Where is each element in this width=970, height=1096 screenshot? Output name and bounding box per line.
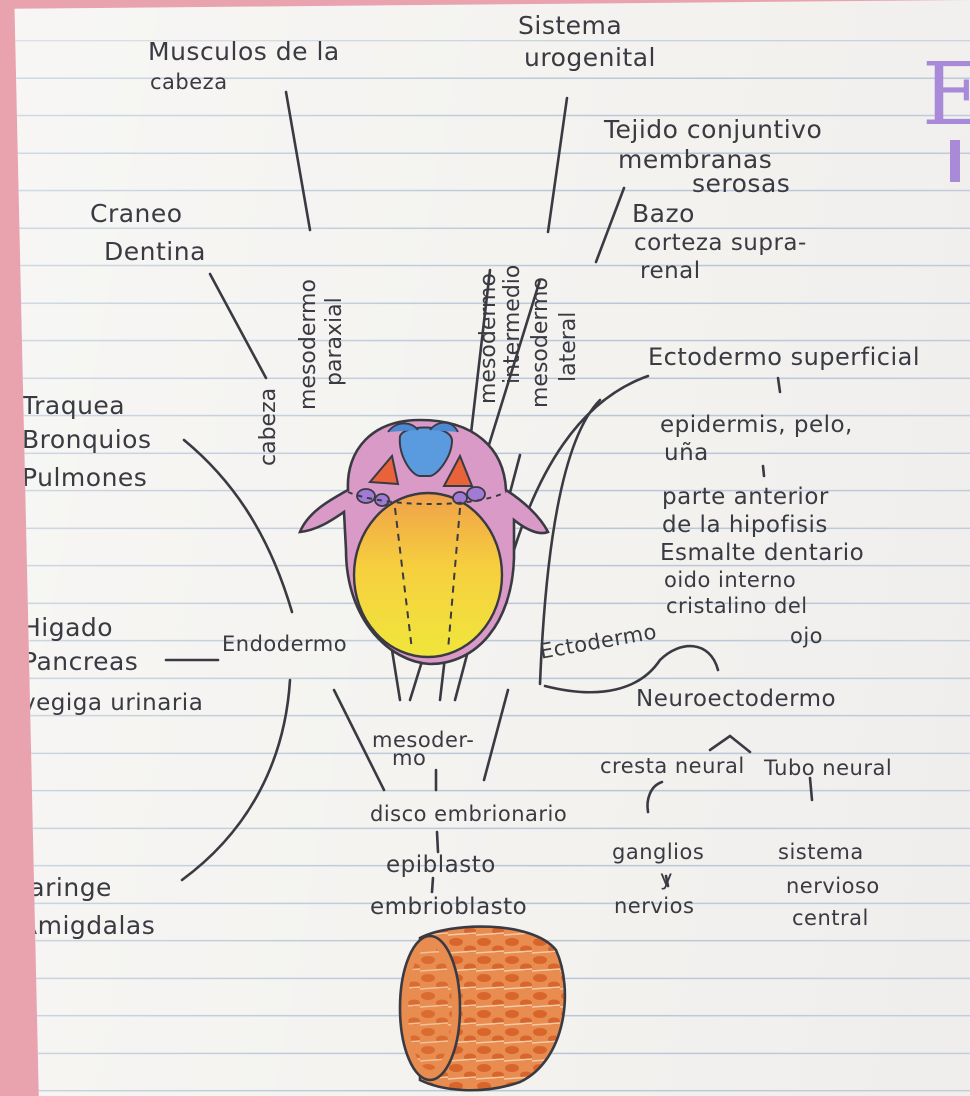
label-bronquios: Bronquios — [22, 426, 152, 455]
label-vert-lateral: lateral — [556, 312, 581, 382]
line-epi-tick — [763, 466, 764, 476]
label-ojo: ojo — [790, 624, 823, 648]
line-craneo — [210, 274, 266, 378]
label-vert-mesodermo-3: mesodermo — [528, 277, 553, 408]
line-meso-right — [484, 690, 508, 780]
label-amigdalas: Amigdalas — [20, 912, 155, 941]
label-craneo: Craneo — [90, 200, 183, 229]
label-sistema: Sistema — [518, 12, 622, 41]
label-hipofisis: de la hipofisis — [662, 512, 828, 538]
line-musculos — [286, 92, 310, 230]
label-urogenital: urogenital — [524, 44, 656, 73]
label-bazo: Bazo — [632, 200, 695, 229]
line-cresta-arc — [648, 782, 662, 812]
label-pancreas: Pancreas — [22, 648, 138, 677]
label-epidermis: epidermis, pelo, — [660, 412, 853, 438]
label-endodermo: Endodermo — [222, 632, 347, 656]
label-y: y — [660, 866, 673, 890]
line-epi-emb — [432, 878, 433, 892]
label-vert-mesodermo-2: mesodermo — [476, 273, 501, 404]
yolk-sac — [354, 493, 502, 657]
label-musculos-2: cabeza — [150, 70, 228, 94]
label-tubo-neural: Tubo neural — [764, 756, 892, 780]
label-ganglios: ganglios — [612, 840, 704, 864]
embryo-cross-section — [300, 420, 548, 664]
line-epiblasto — [437, 832, 438, 852]
label-una: uña — [664, 440, 709, 466]
label-nervios: nervios — [614, 894, 694, 918]
label-serosas: serosas — [692, 170, 790, 199]
label-vert-cabeza: cabeza — [256, 388, 281, 466]
label-cresta-neural: cresta neural — [600, 754, 745, 778]
label-epiblasto: epiblasto — [386, 852, 496, 878]
label-parte-anterior: parte anterior — [662, 484, 829, 510]
label-sistema-snc: sistema — [778, 840, 864, 864]
label-musculos-1: Musculos de la — [148, 38, 340, 67]
label-ectodermo-superficial: Ectodermo superficial — [648, 344, 920, 372]
label-neuroectodermo: Neuroectodermo — [636, 686, 836, 712]
line-neuro-caret — [710, 736, 750, 752]
label-faringe: faringe — [20, 874, 112, 903]
label-disco: disco embrionario — [370, 802, 567, 826]
line-tubo-line — [810, 778, 812, 800]
line-urogenital — [548, 98, 567, 232]
label-corteza: corteza supra- — [634, 230, 807, 256]
label-higado: Higado — [22, 614, 113, 643]
label-dentina: Dentina — [104, 238, 206, 267]
label-oido: oido interno — [664, 568, 796, 592]
label-embrioblasto: embrioblasto — [370, 894, 527, 920]
label-traquea: Traquea — [22, 392, 125, 421]
label-tejido: Tejido conjuntivo — [604, 116, 822, 145]
line-tejido — [596, 188, 624, 262]
label-vert-paraxial: paraxial — [322, 297, 347, 386]
label-cristalino: cristalino del — [666, 594, 808, 618]
label-nervioso: nervioso — [786, 874, 880, 898]
label-mesodermo-2: mo — [392, 746, 426, 770]
page-tab-mark — [950, 140, 960, 182]
label-esmalte: Esmalte dentario — [660, 540, 864, 566]
embryoblast-ball — [400, 927, 565, 1091]
label-renal: renal — [640, 258, 701, 284]
label-vegiga: vegiga urinaria — [22, 690, 203, 716]
line-ecto-tick — [778, 378, 780, 392]
page-tab-letter: E — [922, 52, 970, 138]
label-vert-mesodermo-1: mesodermo — [296, 279, 321, 410]
label-central: central — [792, 906, 869, 930]
label-vert-intermedio: intermedio — [500, 265, 525, 384]
label-pulmones: Pulmones — [22, 464, 147, 493]
